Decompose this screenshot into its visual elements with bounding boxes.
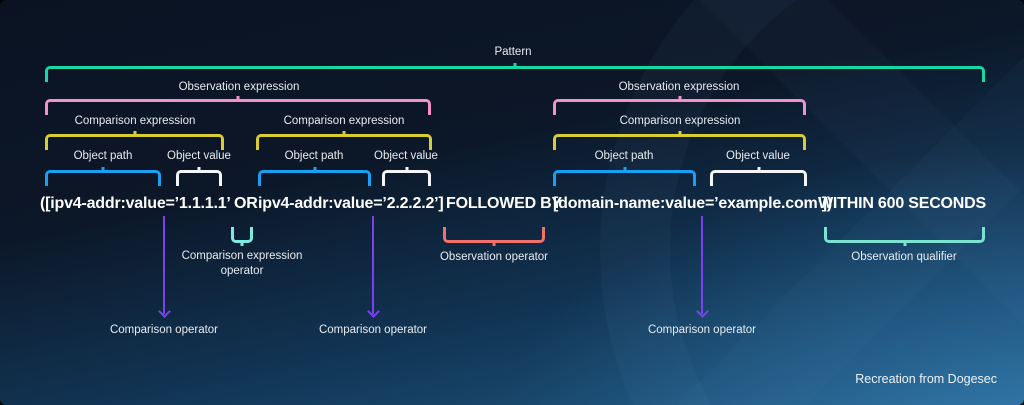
comparison-expression-label: Comparison expression: [283, 115, 405, 127]
object-value-label: Object value: [374, 150, 438, 162]
pattern-label: Pattern: [494, 46, 532, 58]
comparison-expression-bracket: [256, 134, 432, 150]
pattern-text-segment: FOLLOWED BY: [446, 195, 563, 212]
down-arrow-icon: [701, 216, 703, 314]
comparison-expression-bracket: [45, 134, 224, 150]
observation-qualifier-bracket: [824, 227, 985, 243]
object-value-bracket: [176, 170, 222, 186]
pattern-text-segment: WITHIN 600 SECONDS: [818, 195, 986, 212]
object-value-bracket: [382, 170, 431, 186]
pattern-text-segment: ([ipv4-addr:value=’1.1.1.1’: [40, 195, 231, 212]
pattern-bracket: [45, 66, 985, 82]
comparison-expression-bracket: [553, 134, 806, 150]
object-path-label: Object path: [284, 150, 344, 162]
observation-expression-label: Observation expression: [178, 81, 300, 93]
observation-expression-bracket: [553, 99, 806, 115]
observation-operator-label: Observation operator: [439, 251, 549, 263]
comparison-expression-operator-bracket: [231, 227, 253, 243]
comparison-expression-label: Comparison expression: [619, 115, 741, 127]
comparison-operator-label: Comparison operator: [318, 324, 428, 336]
observation-expression-bracket: [45, 99, 431, 115]
down-arrow-icon: [372, 216, 374, 314]
object-path-bracket: [45, 170, 161, 186]
object-value-label: Object value: [167, 150, 231, 162]
observation-expression-label: Observation expression: [618, 81, 740, 93]
comparison-expression-operator-label: Comparison expression operator: [181, 250, 303, 277]
observation-qualifier-label: Observation qualifier: [851, 251, 957, 263]
observation-operator-bracket: [443, 227, 545, 243]
comparison-operator-label: Comparison operator: [109, 324, 219, 336]
object-path-label: Object path: [594, 150, 654, 162]
object-path-label: Object path: [73, 150, 133, 162]
pattern-text-segment: OR: [234, 195, 258, 212]
pattern-text-segment: [domain-name:value=’example.com’]): [553, 195, 833, 212]
object-value-bracket: [710, 170, 807, 186]
object-value-label: Object value: [726, 150, 790, 162]
down-arrow-icon: [163, 216, 165, 314]
object-path-bracket: [553, 170, 696, 186]
object-path-bracket: [258, 170, 371, 186]
credit-text: Recreation from Dogesec: [855, 372, 997, 386]
pattern-text-segment: ipv4-addr:value=’2.2.2.2’]: [258, 195, 444, 212]
comparison-expression-label: Comparison expression: [74, 115, 196, 127]
comparison-operator-label: Comparison operator: [647, 324, 757, 336]
